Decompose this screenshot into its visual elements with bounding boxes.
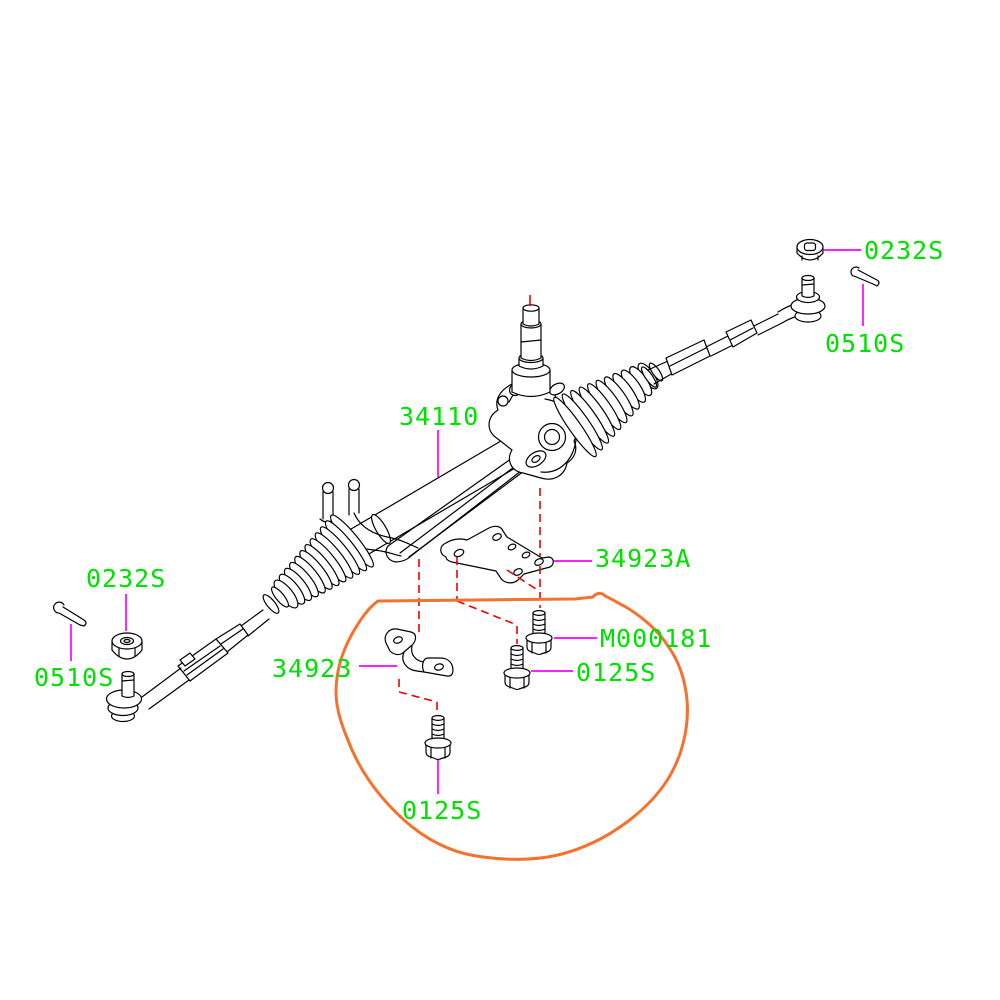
part-label-m000181[interactable]: M000181 bbox=[600, 624, 713, 653]
bolt-0125s-upper bbox=[503, 644, 531, 691]
leader-lines bbox=[70, 249, 864, 794]
input-shaft bbox=[518, 304, 544, 370]
cotter-pin-right bbox=[850, 266, 880, 287]
cotter-pin-left bbox=[53, 601, 87, 627]
tie-rod-right bbox=[640, 313, 783, 388]
boot-left bbox=[262, 514, 374, 614]
part-label-0232s-left[interactable]: 0232S bbox=[86, 564, 167, 593]
castle-nut-left bbox=[111, 632, 143, 660]
part-label-34923[interactable]: 34923 bbox=[272, 654, 353, 683]
part-label-0232s-top-right[interactable]: 0232S bbox=[864, 236, 945, 265]
tie-rod-left bbox=[141, 609, 270, 710]
castle-nut-right bbox=[796, 238, 824, 261]
part-label-34110[interactable]: 34110 bbox=[399, 402, 480, 431]
boot-right bbox=[553, 362, 659, 458]
part-label-0125s-middle[interactable]: 0125S bbox=[576, 658, 657, 687]
reference-dashed-lines bbox=[398, 295, 541, 713]
tie-rod-end-right bbox=[777, 274, 826, 324]
part-label-0510s-top-right[interactable]: 0510S bbox=[825, 329, 906, 358]
bolt-0125s-lower bbox=[424, 714, 452, 761]
bolt-m000181 bbox=[525, 609, 553, 656]
part-label-0125s-bottom[interactable]: 0125S bbox=[402, 796, 483, 825]
tie-rod-end-left bbox=[105, 670, 143, 723]
hydraulic-fittings bbox=[319, 478, 361, 523]
highlight-loop bbox=[334, 592, 689, 861]
clamp-34923 bbox=[384, 628, 454, 677]
part-label-0510s-left[interactable]: 0510S bbox=[34, 663, 115, 692]
part-label-34923a[interactable]: 34923A bbox=[595, 544, 692, 573]
steering-gear-assembly bbox=[53, 238, 880, 761]
